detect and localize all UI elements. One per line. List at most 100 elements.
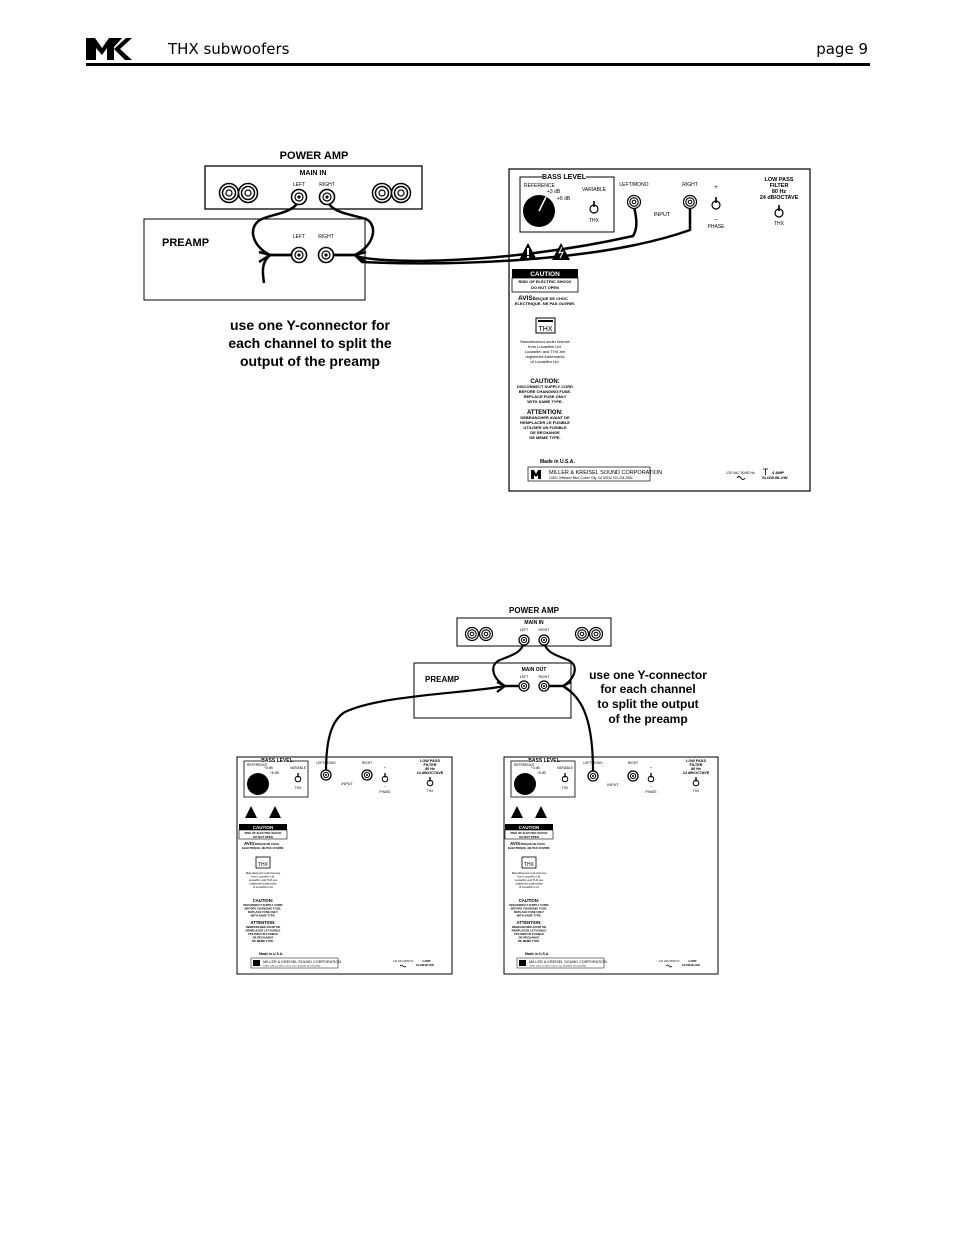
attention-line: DE RECHANGE [530, 430, 560, 435]
phase-plus-label: + [384, 765, 387, 770]
caution-line: RISK OF ELECTRIC SHOCK [511, 831, 548, 835]
avis-line: RISQUE DE CHOC [255, 842, 279, 846]
d2-amp-input-right-jack [538, 634, 550, 646]
lpf-label: FILTER [423, 763, 436, 767]
plus3-label: +3 dB [531, 766, 541, 770]
fuse-label: 4 AMP [688, 959, 697, 963]
reference-label: REFERENCE [247, 763, 268, 767]
lpf-label: 80 Hz [425, 767, 435, 771]
d1-speaker-post [371, 182, 393, 204]
d2-speaker-post [478, 626, 494, 642]
phase-label: PHASE [379, 790, 391, 794]
left-mono-input-jack [626, 194, 642, 210]
page-number: page 9 [816, 40, 868, 58]
bass-level-knob [247, 773, 269, 795]
right-input-jack [361, 769, 373, 781]
d2-preamp-output-left-jack [518, 680, 530, 692]
variable-label: VARIABLE [557, 766, 574, 770]
attention-line: DEBRANCHER AVANT DE [520, 415, 570, 420]
avis-line: ELECTRIQUE. NE PAS OUVRIR. [242, 846, 284, 850]
bass-level-knob [514, 773, 536, 795]
d2-instruction-line: for each channel [600, 682, 695, 696]
left-mono-input-jack [320, 769, 332, 781]
caution-line: RISK OF ELECTRIC SHOCK [519, 279, 572, 284]
lpf-label: FILTER [689, 763, 702, 767]
d1-preamp-label: PREAMP [162, 237, 209, 249]
caution2-title: CAUTION: [519, 898, 539, 903]
d2-subwoofer-panel-right: BASS LEVEL REFERENCE +3 dB +6 dB VARIABL… [503, 756, 719, 975]
attention-line: REMPLACER LE FUSIBLE [246, 929, 281, 933]
fuse-label: SLOW-BLOW [762, 475, 788, 480]
warning-lightning-icon [269, 806, 281, 818]
fuse-label: SLOW-BLOW [682, 963, 700, 967]
thx-logo-text: THX [539, 326, 553, 333]
license-line: Manufactured under license [520, 339, 570, 344]
d2-power-amp-label: POWER AMP [509, 606, 560, 615]
license-line: from Lucasfilm Ltd. [251, 875, 275, 879]
left-mono-label: LEFT/MONO [619, 182, 648, 188]
caution-line: DO NOT OPEN [253, 835, 273, 839]
d2-preamp-label: PREAMP [425, 675, 460, 684]
company-name: MILLER & KREISEL SOUND CORPORATION [263, 960, 341, 964]
company-name: MILLER & KREISEL SOUND CORPORATION [529, 960, 607, 964]
license-line: Manufactured under license [246, 871, 281, 875]
lpf-thx-label: THX [427, 789, 434, 793]
caution2-line: WITH SAME TYPE. [517, 914, 542, 918]
d1-instruction-line: use one Y-connector for [230, 317, 391, 333]
phase-minus-label: – [650, 783, 653, 788]
reference-label: REFERENCE [514, 763, 535, 767]
d1-amp-input-right-jack [318, 188, 336, 206]
right-input-label: RIGHT [362, 761, 372, 765]
attention-line: DE RECHANGE [253, 936, 274, 940]
thx-logo-icon [255, 856, 271, 869]
license-line: Lucasfilm and THX are [525, 349, 566, 354]
caution2-title: CAUTION: [530, 379, 559, 385]
d1-subwoofer-panel: BASS LEVEL REFERENCE +3 dB +6 dB VARIABL… [508, 168, 811, 492]
license-line: of Lucasfilm Ltd. [253, 885, 274, 889]
attention-line: REMPLACER LE FUSIBLE [520, 420, 570, 425]
caution2-line: BEFORE CHANGING FUSE. [519, 389, 571, 394]
license-line: registered trademarks [249, 882, 277, 886]
ac-icon [665, 964, 673, 968]
attention-line: DE MEME TYPE. [518, 939, 540, 943]
made-in-label: Made in U.S.A. [259, 952, 283, 956]
attention-line: DEBRANCHER AVANT DE [246, 925, 281, 929]
d1-amp-input-left-jack [290, 188, 308, 206]
attention-title: ATTENTION: [250, 920, 275, 925]
input-label: INPUT [654, 212, 671, 218]
bass-level-label: BASS LEVEL [528, 758, 559, 764]
license-line: Manufactured under license [512, 871, 547, 875]
license-line: of Lucasfilm Ltd. [519, 885, 540, 889]
bass-level-label: BASS LEVEL [261, 758, 292, 764]
input-label: INPUT [607, 783, 619, 787]
d2-speaker-post [464, 626, 480, 642]
left-mono-input-jack [587, 770, 599, 782]
avis-label: AVIS: [510, 841, 522, 846]
lpf-label: 24 dB/OCTAVE [760, 195, 799, 201]
caution2-line: DISCONNECT SUPPLY CORD [509, 903, 548, 907]
phase-minus-label: – [714, 217, 718, 223]
avis-label: AVIS: [518, 295, 535, 302]
attention-line: DE RECHANGE [519, 936, 540, 940]
lpf-toggle [426, 776, 434, 787]
mk-logo-icon [86, 38, 132, 60]
plus3-label: +3 dB [547, 189, 561, 195]
caution2-line: BEFORE CHANGING FUSE. [511, 907, 548, 911]
d2-main-out-label: MAIN OUT [522, 667, 547, 673]
d2-speaker-post [574, 626, 590, 642]
d2-subwoofer-panel-left: BASS LEVEL REFERENCE +3 dB +6 dB VARIABL… [236, 756, 453, 975]
thx-logo-text: THX [258, 862, 269, 868]
caution2-line: REPLACE FUSE ONLY [248, 910, 278, 914]
license-line: of Lucasfilm Ltd. [530, 359, 559, 364]
phase-plus-label: + [650, 765, 653, 770]
attention-line: UTILISER UN FUSIBLE [523, 425, 567, 430]
company-address: 10391 Jefferson Blvd, Culver City, CA 90… [529, 965, 587, 968]
header-rule [86, 63, 870, 66]
made-in-label: Made in U.S.A. [525, 952, 549, 956]
reference-label: REFERENCE [524, 183, 556, 189]
d2-speaker-post [588, 626, 604, 642]
level-mode-toggle [294, 772, 302, 783]
d1-amp-left-label: LEFT [293, 182, 305, 188]
lpf-label: FILTER [770, 183, 789, 189]
